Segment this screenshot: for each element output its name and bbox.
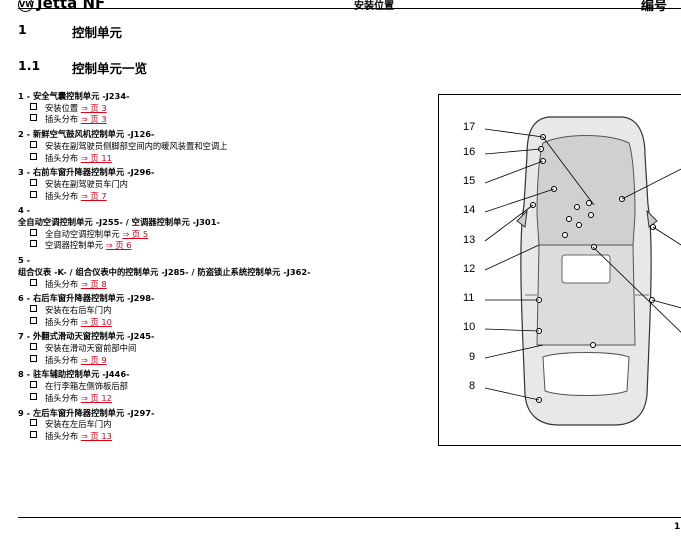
list-item: 4 - 全自动空调控制单元 -J255- / 空调器控制单元 -J301- 全自… xyxy=(18,205,438,252)
list-item: 6 - 右后车窗升降器控制单元 -J298- 安装在右后车门内 插头分布 ⇒ 页… xyxy=(18,293,438,328)
left-mirror xyxy=(516,209,528,228)
list-item: 9 - 左后车窗升降器控制单元 -J297- 安装在左后车门内 插头分布 ⇒ 页… xyxy=(18,408,438,443)
front-windshield xyxy=(536,135,636,246)
control-unit-list: 1 - 安全气囊控制单元 -J234- 安装位置 ⇒ 页 3 插头分布 ⇒ 页 … xyxy=(18,91,438,443)
item-title: 组合仪表 -K- / 组合仪表中的控制单元 -J285- / 防盗锁止系统控制单… xyxy=(18,266,311,277)
checkbox-bullet-icon xyxy=(30,140,37,148)
car-top-view-diagram xyxy=(484,116,681,426)
sub-item: 插头分布 ⇒ 页 9 xyxy=(18,354,438,367)
sub-item: 插头分布 ⇒ 页 13 xyxy=(18,430,438,443)
callout-11: 11 xyxy=(463,292,475,304)
brand-model: Jetta NF xyxy=(37,0,106,12)
sub-item: 插头分布 ⇒ 页 10 xyxy=(18,316,438,329)
sub-item: 插头分布 ⇒ 页 12 xyxy=(18,392,438,405)
item-title: 全自动空调控制单元 -J255- / 空调器控制单元 -J301- xyxy=(18,217,220,228)
page-link[interactable]: ⇒ 页 10 xyxy=(80,316,112,327)
header-divider xyxy=(18,8,681,9)
header-section-title: 安装位置 xyxy=(354,1,394,12)
vw-logo-icon: VW xyxy=(18,0,34,12)
checkbox-bullet-icon xyxy=(30,102,37,110)
sub-item: 安装在左后车门内 xyxy=(18,419,438,431)
checkbox-bullet-icon xyxy=(30,430,37,438)
item-title: 6 - 右后车窗升降器控制单元 -J298- xyxy=(18,293,155,304)
checkbox-bullet-icon xyxy=(30,381,37,389)
item-number: 5 - xyxy=(18,255,31,266)
checkbox-bullet-icon xyxy=(30,419,37,427)
list-item: 7 - 外翻式滑动天窗控制单元 -J245- 安装在滑动天窗前部中间 插头分布 … xyxy=(18,331,438,366)
page-link[interactable]: ⇒ 页 5 xyxy=(122,228,149,239)
item-title: 1 - 安全气囊控制单元 -J234- xyxy=(18,91,130,101)
callout-9: 9 xyxy=(469,351,476,363)
sub-item: 安装在副驾驶员侧脚部空间内的暖风装置和空调上 xyxy=(18,140,438,153)
checkbox-bullet-icon xyxy=(30,228,37,236)
page-link[interactable]: ⇒ 页 13 xyxy=(80,430,112,441)
list-item: 2 - 新鲜空气鼓风机控制单元 -J126- 安装在副驾驶员侧脚部空间内的暖风装… xyxy=(18,129,438,164)
location-markers xyxy=(530,134,656,403)
sub-item: 插头分布 ⇒ 页 8 xyxy=(18,278,438,291)
item-title: 8 - 驻车辅助控制单元 -J446- xyxy=(18,369,130,380)
checkbox-bullet-icon xyxy=(30,240,37,248)
list-item: 3 - 右前车窗升降器控制单元 -J296- 安装在副驾驶员车门内 插头分布 ⇒… xyxy=(18,167,438,202)
checkbox-bullet-icon xyxy=(30,190,37,198)
callout-14: 14 xyxy=(463,204,476,216)
callout-16: 16 xyxy=(463,146,476,158)
item-number: 4 - xyxy=(18,205,31,216)
sub-item: 插头分布 ⇒ 页 11 xyxy=(18,152,438,165)
sub-item: 插头分布 ⇒ 页 3 xyxy=(18,114,438,126)
page-link[interactable]: ⇒ 页 7 xyxy=(80,190,107,201)
leader-lines xyxy=(484,128,681,401)
page-link[interactable]: ⇒ 页 8 xyxy=(80,278,107,289)
header-doc-number: 编号 xyxy=(641,0,668,14)
callout-10: 10 xyxy=(463,321,476,333)
callout-8: 8 xyxy=(469,380,476,392)
callout-15: 15 xyxy=(463,175,476,187)
item-title: 9 - 左后车窗升降器控制单元 -J297- xyxy=(18,407,155,418)
page-link[interactable]: ⇒ 页 3 xyxy=(80,114,107,125)
sub-item: 全自动空调控制单元 ⇒ 页 5 xyxy=(18,228,438,241)
rear-window xyxy=(542,352,630,396)
page-link[interactable]: ⇒ 页 9 xyxy=(80,354,107,365)
checkbox-bullet-icon xyxy=(30,278,37,286)
item-title: 2 - 新鲜空气鼓风机控制单元 -J126- xyxy=(18,129,155,140)
checkbox-bullet-icon xyxy=(30,354,37,362)
callout-13: 13 xyxy=(463,234,476,246)
list-item: 1 - 安全气囊控制单元 -J234- 安装位置 ⇒ 页 3 插头分布 ⇒ 页 … xyxy=(18,91,438,126)
page-link[interactable]: ⇒ 页 6 xyxy=(105,240,132,251)
page-link[interactable]: ⇒ 页 11 xyxy=(80,152,112,163)
page-link[interactable]: ⇒ 页 12 xyxy=(80,392,112,403)
footer-divider xyxy=(18,517,681,518)
car-location-figure: 17 16 15 14 13 12 11 10 9 8 xyxy=(438,94,681,446)
page-link[interactable]: ⇒ 页 3 xyxy=(80,102,107,113)
checkbox-bullet-icon xyxy=(30,343,37,351)
sub-item: 安装位置 ⇒ 页 3 xyxy=(18,102,438,115)
page-number: 1 xyxy=(674,522,681,532)
item-title: 7 - 外翻式滑动天窗控制单元 -J245- xyxy=(18,331,155,342)
section-title: 控制单元 xyxy=(72,25,123,40)
checkbox-bullet-icon xyxy=(30,114,37,122)
sub-item: 在行李箱左侧饰板后部 xyxy=(18,381,438,393)
callout-17: 17 xyxy=(463,121,476,133)
subsection-number: 1.1 xyxy=(18,58,41,73)
sub-item: 安装在滑动天窗前部中间 xyxy=(18,343,438,355)
list-item: 8 - 驻车辅助控制单元 -J446- 在行李箱左侧饰板后部 插头分布 ⇒ 页 … xyxy=(18,369,438,404)
sub-item: 安装在右后车门内 xyxy=(18,304,438,317)
checkbox-bullet-icon xyxy=(30,316,37,324)
checkbox-bullet-icon xyxy=(30,152,37,160)
checkbox-bullet-icon xyxy=(30,392,37,400)
checkbox-bullet-icon xyxy=(30,178,37,186)
callout-12: 12 xyxy=(463,263,476,275)
section-number: 1 xyxy=(18,22,27,37)
list-item: 5 - 组合仪表 -K- / 组合仪表中的控制单元 -J285- / 防盗锁止系… xyxy=(18,255,438,290)
sub-item: 空调器控制单元 ⇒ 页 6 xyxy=(18,240,438,252)
sub-item: 插头分布 ⇒ 页 7 xyxy=(18,190,438,203)
subsection-title: 控制单元一览 xyxy=(72,61,148,76)
checkbox-bullet-icon xyxy=(30,304,37,312)
sunroof xyxy=(561,254,611,284)
item-title: 3 - 右前车窗升降器控制单元 -J296- xyxy=(18,167,155,178)
sub-item: 安装在副驾驶员车门内 xyxy=(18,178,438,191)
